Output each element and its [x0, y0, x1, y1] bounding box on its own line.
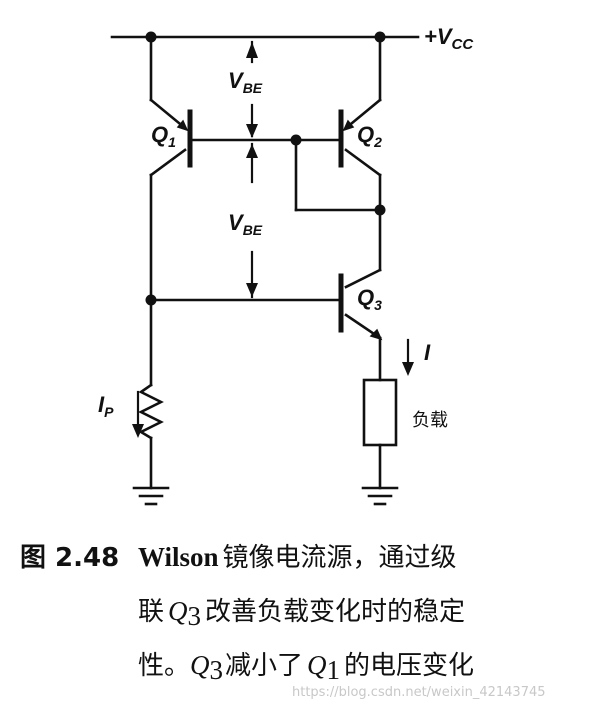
q3-label: Q3 — [357, 285, 382, 313]
circuit-labels: +VCC VBE VBE Q1 Q2 Q3 I IP 负载 — [98, 24, 474, 431]
vbe-arrow-lower — [246, 142, 258, 299]
current-source-ip — [132, 298, 164, 490]
figure-number: 图 2.48 — [20, 543, 119, 573]
vbe-label-upper: VBE — [228, 68, 263, 96]
transistor-q1 — [149, 35, 193, 302]
transistor-q2 — [338, 35, 382, 212]
ground-symbol — [361, 486, 399, 506]
ip-label: IP — [98, 392, 114, 420]
q1-label: Q1 — [151, 122, 176, 150]
current-label: I — [424, 340, 431, 365]
circuit-schematic — [110, 31, 420, 506]
q2-label: Q2 — [357, 122, 382, 150]
ground-symbol — [132, 486, 170, 506]
vcc-label: +VCC — [424, 24, 474, 53]
watermark: https://blog.csdn.net/weixin_42143745 — [292, 685, 546, 700]
transistor-q3 — [338, 208, 383, 382]
vbe-arrow-upper — [246, 40, 258, 138]
current-arrow — [402, 338, 414, 376]
load-resistor — [362, 378, 398, 447]
load-label: 负载 — [412, 410, 448, 431]
vbe-label-lower: VBE — [228, 210, 263, 238]
